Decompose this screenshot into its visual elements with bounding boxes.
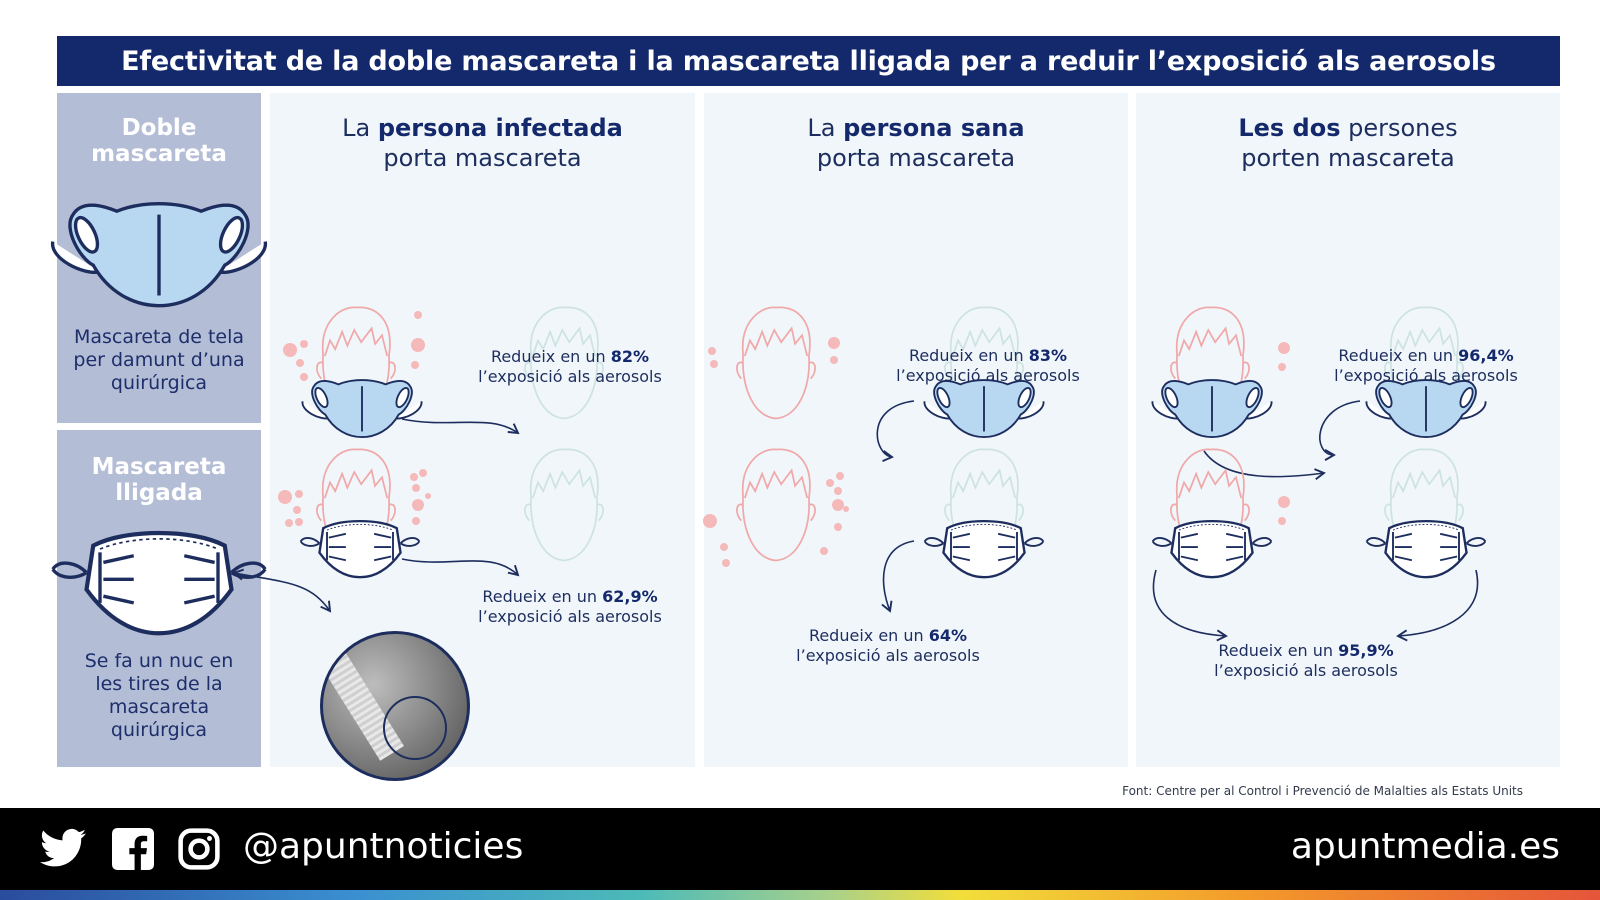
- healthy-knotted-mask-illustration: [703, 448, 1045, 613]
- aerosol-dots-icon: [708, 337, 840, 368]
- both-double-mask-illustration: [1151, 306, 1487, 481]
- double-mask-title: Doble mascareta: [91, 115, 227, 167]
- aerosol-dots-icon: [278, 469, 431, 527]
- website-link[interactable]: apuntmedia.es: [1290, 826, 1560, 867]
- knot-highlight-ring: [383, 696, 447, 760]
- both-knotted-mask-illustration: [1151, 448, 1487, 642]
- infected-double-mask-illustration: [283, 306, 604, 439]
- aerosol-dots-icon: [283, 311, 425, 381]
- panel-heading: Les dos persones porten mascareta: [1238, 114, 1458, 172]
- result-infected-knotted-mask: Redueix en un 62,9% l’exposició als aero…: [478, 587, 662, 626]
- knot-photo: [320, 631, 470, 781]
- panel-infected-wears-mask: La persona infectada porta mascareta Red…: [232, 93, 695, 781]
- aerosol-dots-icon: [703, 472, 849, 567]
- instagram-icon[interactable]: [178, 828, 220, 870]
- result-infected-double-mask: Redueix en un 82% l’exposició als aeroso…: [478, 347, 662, 386]
- result-both-double-mask: Redueix en un 96,4% l’exposició als aero…: [1334, 346, 1518, 385]
- knotted-mask-description: Se fa un nuc en les tires de la mascaret…: [84, 650, 234, 741]
- panel-heading: La persona infectada porta mascareta: [342, 114, 623, 172]
- source-credit: Font: Centre per al Control i Prevenció …: [1122, 784, 1523, 798]
- result-both-knotted-mask: Redueix en un 95,9% l’exposició als aero…: [1214, 641, 1398, 680]
- double-mask-sidebar: Doble mascareta Mascareta de tela per da…: [50, 93, 268, 423]
- social-handle-link[interactable]: @apuntnoticies: [243, 826, 524, 867]
- twitter-icon[interactable]: [40, 828, 86, 868]
- knotted-mask-icon: [43, 522, 275, 640]
- aerosol-dots-icon: [1278, 496, 1290, 525]
- healthy-double-mask-illustration: [708, 306, 1045, 462]
- panel-healthy-wears-mask: La persona sana porta mascareta Redueix …: [703, 93, 1128, 767]
- result-healthy-double-mask: Redueix en un 83% l’exposició als aeroso…: [896, 346, 1080, 385]
- aerosol-dots-icon: [1278, 342, 1290, 371]
- infographic-title: Efectivitat de la doble mascareta i la m…: [57, 36, 1560, 86]
- knotted-mask-title: Mascareta lligada: [91, 454, 227, 506]
- knotted-mask-sidebar: Mascareta lligada Se fa un nuc en les ti…: [57, 430, 261, 767]
- double-mask-description: Mascareta de tela per damunt d’una quirú…: [73, 326, 245, 394]
- facebook-icon[interactable]: [112, 828, 154, 870]
- brand-gradient-stripe: [0, 890, 1600, 900]
- footer-bar: @apuntnoticies apuntmedia.es: [0, 808, 1600, 890]
- result-healthy-knotted-mask: Redueix en un 64% l’exposició als aeroso…: [796, 626, 980, 665]
- double-mask-icon: [50, 201, 268, 308]
- panel-heading: La persona sana porta mascareta: [807, 114, 1025, 172]
- infected-knotted-mask-illustration: [232, 448, 604, 613]
- panel-both-wear-mask: Les dos persones porten mascareta Reduei…: [1136, 93, 1560, 767]
